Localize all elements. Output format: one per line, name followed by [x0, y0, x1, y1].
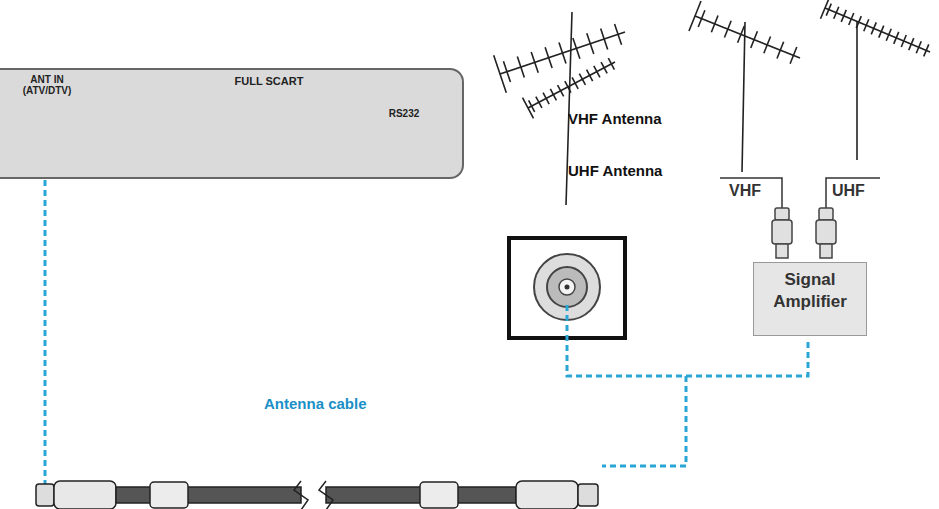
- plugs: [772, 208, 836, 258]
- amplifier-label: Signal Amplifier: [755, 263, 865, 319]
- antenna-label: UHF Antenna: [568, 162, 662, 179]
- port-label: FULL SCART: [214, 75, 324, 87]
- dashed-path: [45, 150, 808, 486]
- amplifier-box: Signal Amplifier: [753, 262, 867, 336]
- feed-lines: [720, 178, 880, 208]
- port-label: ANT IN (ATV/DTV): [18, 74, 76, 96]
- band-label: UHF: [832, 182, 865, 200]
- antenna-cable: [36, 481, 598, 509]
- port-label: RS232: [376, 108, 432, 119]
- antennas: [494, 0, 930, 205]
- wall-socket: [509, 238, 625, 338]
- band-label: VHF: [729, 182, 761, 200]
- tv-back-panel: ANT IN (ATV/DTV) FULL SCART RS232: [0, 68, 464, 179]
- cable-label: Antenna cable: [264, 395, 367, 412]
- antenna-label: VHF Antenna: [568, 110, 662, 127]
